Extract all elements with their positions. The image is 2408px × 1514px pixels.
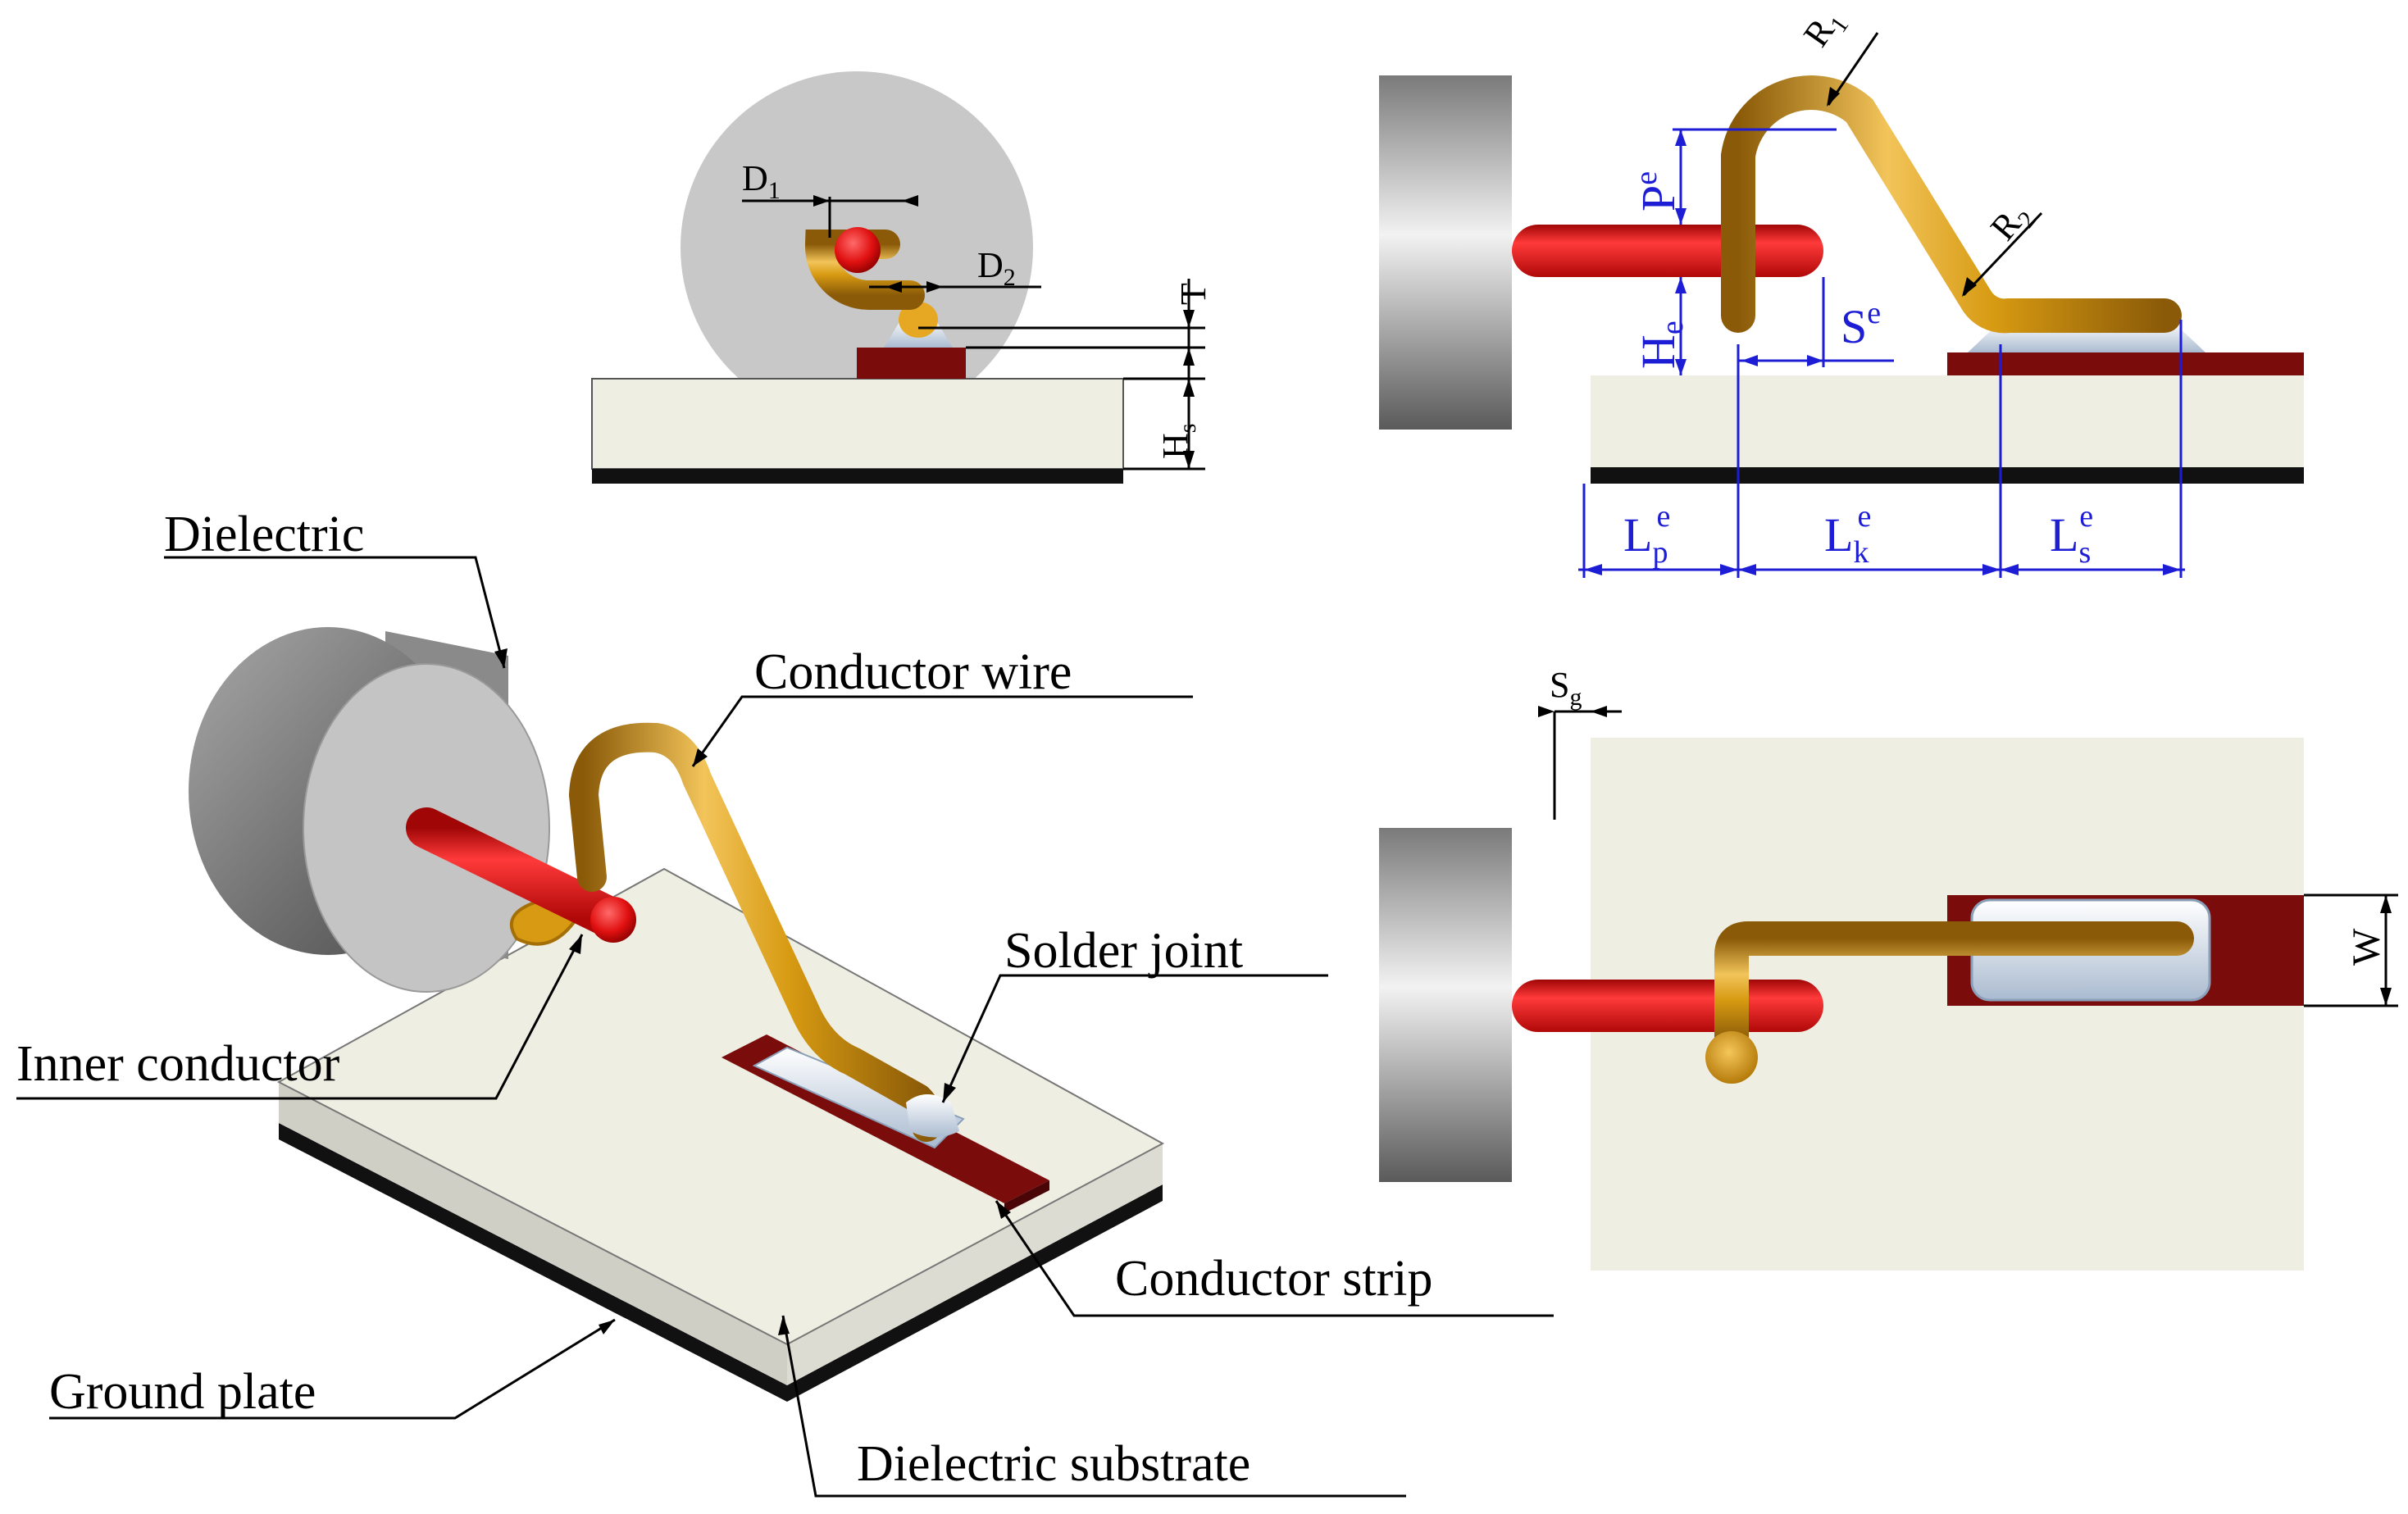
inner-conductor-front — [835, 227, 881, 273]
label-conductor-wire: Conductor wire — [754, 644, 1072, 700]
label-solder-joint: Solder joint — [1004, 923, 1243, 979]
leader-ground-plate — [49, 1318, 616, 1420]
inner-conductor-side — [1512, 225, 1823, 277]
leader-dielectric — [164, 556, 506, 669]
wire-end-top — [1705, 1031, 1758, 1084]
substrate-front — [591, 378, 1124, 470]
label-conductor-strip: Conductor strip — [1115, 1251, 1432, 1307]
dim-r1 — [1827, 32, 1879, 107]
label-r2: R2 — [1982, 194, 2041, 252]
inner-conductor-tip-iso — [590, 897, 636, 943]
label-lk: Lke — [1824, 499, 1871, 570]
label-sg: Sg — [1550, 665, 1582, 711]
substrate-side — [1591, 375, 2304, 467]
substrate-side-left-iso — [279, 1082, 787, 1385]
leader-conductor-wire — [691, 695, 1193, 767]
inner-conductor-top — [1512, 980, 1823, 1032]
leader-inner-conductor — [16, 934, 584, 1100]
dim-d2 — [869, 281, 1041, 293]
label-d1: D1 — [742, 158, 781, 204]
label-d2: D2 — [977, 245, 1016, 291]
dim-t — [918, 279, 1205, 367]
dim-w — [2304, 893, 2398, 1007]
connector-dielectric-side — [1379, 75, 1512, 430]
leader-solder-joint — [941, 974, 1328, 1103]
label-r1: R1 — [1796, 1, 1854, 57]
wire-side — [1721, 75, 2182, 334]
conductor-strip-side — [1947, 352, 2304, 375]
wire-hook-front — [805, 230, 925, 310]
conductor-strip-edge-iso — [1004, 1180, 1049, 1213]
label-se: Se — [1841, 296, 1881, 353]
dim-r2 — [1962, 211, 2043, 297]
label-dielectric-substrate: Dielectric substrate — [857, 1436, 1250, 1492]
label-w: W — [2345, 928, 2388, 966]
label-pe: Pe — [1629, 171, 1685, 211]
front-view: D1 D2 T Hs — [591, 71, 1213, 484]
inner-conductor-iso — [406, 807, 631, 939]
callout-arrowheads — [494, 648, 1011, 1335]
label-he: He — [1632, 321, 1690, 369]
dim-he — [1675, 277, 1687, 375]
conductor-strip-front — [857, 348, 966, 379]
ground-plate-front — [592, 469, 1123, 484]
wire-hook-iso — [509, 900, 576, 946]
leader-dielectric-substrate — [781, 1315, 1406, 1498]
dim-pe — [1673, 128, 1837, 225]
label-dielectric: Dielectric — [164, 507, 364, 562]
wire-top — [1714, 921, 2194, 1058]
dim-h — [1123, 367, 1205, 471]
leader-conductor-strip — [995, 1200, 1554, 1317]
connector-dielectric-top — [1379, 828, 1512, 1182]
dim-l-chain — [1578, 320, 2185, 578]
callouts — [16, 556, 1554, 1498]
dielectric-cylinder-iso — [189, 627, 550, 993]
top-view: Sg W — [1379, 665, 2398, 1271]
label-h: Hs — [1155, 424, 1201, 459]
label-inner-conductor: Inner conductor — [16, 1036, 340, 1092]
side-view: R1 R2 Pe He Se Lpe — [1379, 1, 2304, 578]
dim-se — [1738, 277, 1894, 367]
label-lp: Lpe — [1623, 499, 1670, 570]
label-t: T — [1173, 283, 1213, 305]
ground-plate-side — [1591, 467, 2304, 484]
dim-d1 — [742, 195, 918, 238]
substrate-side-right-iso — [787, 1143, 1163, 1385]
label-ground-plate: Ground plate — [49, 1364, 316, 1420]
solder-bead-iso — [906, 1094, 959, 1138]
dim-sg — [1538, 706, 1622, 820]
label-ls: Lse — [2050, 499, 2093, 570]
isometric-view — [189, 627, 1165, 1402]
